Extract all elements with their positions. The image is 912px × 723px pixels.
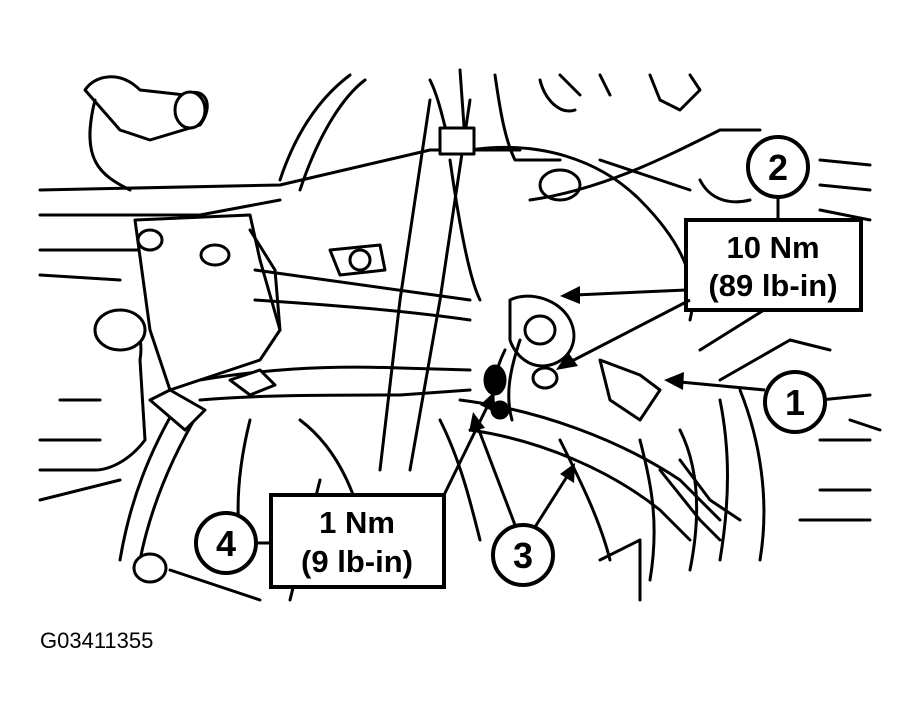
- callout-2-arrow-upper: [560, 286, 580, 304]
- callout-2-torque-metric: 10 Nm: [726, 230, 819, 265]
- callout-2-number: 2: [768, 147, 788, 188]
- callout-1-circle: [763, 370, 827, 434]
- callout-3-arrow-right: [560, 463, 575, 483]
- callout-4-number: 4: [216, 523, 236, 564]
- engine-line-art: [38, 68, 882, 602]
- callout-4-torque-imperial: (9 lb-in): [301, 544, 413, 579]
- callout-4-arrow: [480, 392, 494, 412]
- callout-4-torque-metric: 1 Nm: [319, 505, 395, 540]
- callout-1: 1: [664, 370, 827, 434]
- callout-2: 2 10 Nm (89 lb-in): [556, 135, 863, 370]
- callout-3-number: 3: [513, 535, 533, 576]
- callout-2-torque-imperial: (89 lb-in): [708, 268, 837, 303]
- callout-2-torque-box: [684, 218, 863, 312]
- callout-1-arrow: [664, 372, 684, 390]
- callout-2-arrow-lower: [556, 352, 578, 370]
- callout-3: 3: [469, 412, 575, 587]
- callout-1-number: 1: [785, 382, 805, 423]
- callout-4: 4 1 Nm (9 lb-in): [194, 392, 494, 589]
- callout-3-circle: [491, 523, 555, 587]
- callout-4-torque-box: [269, 493, 446, 589]
- callout-3-arrow-left: [469, 412, 485, 432]
- figure-id: G03411355: [40, 628, 153, 653]
